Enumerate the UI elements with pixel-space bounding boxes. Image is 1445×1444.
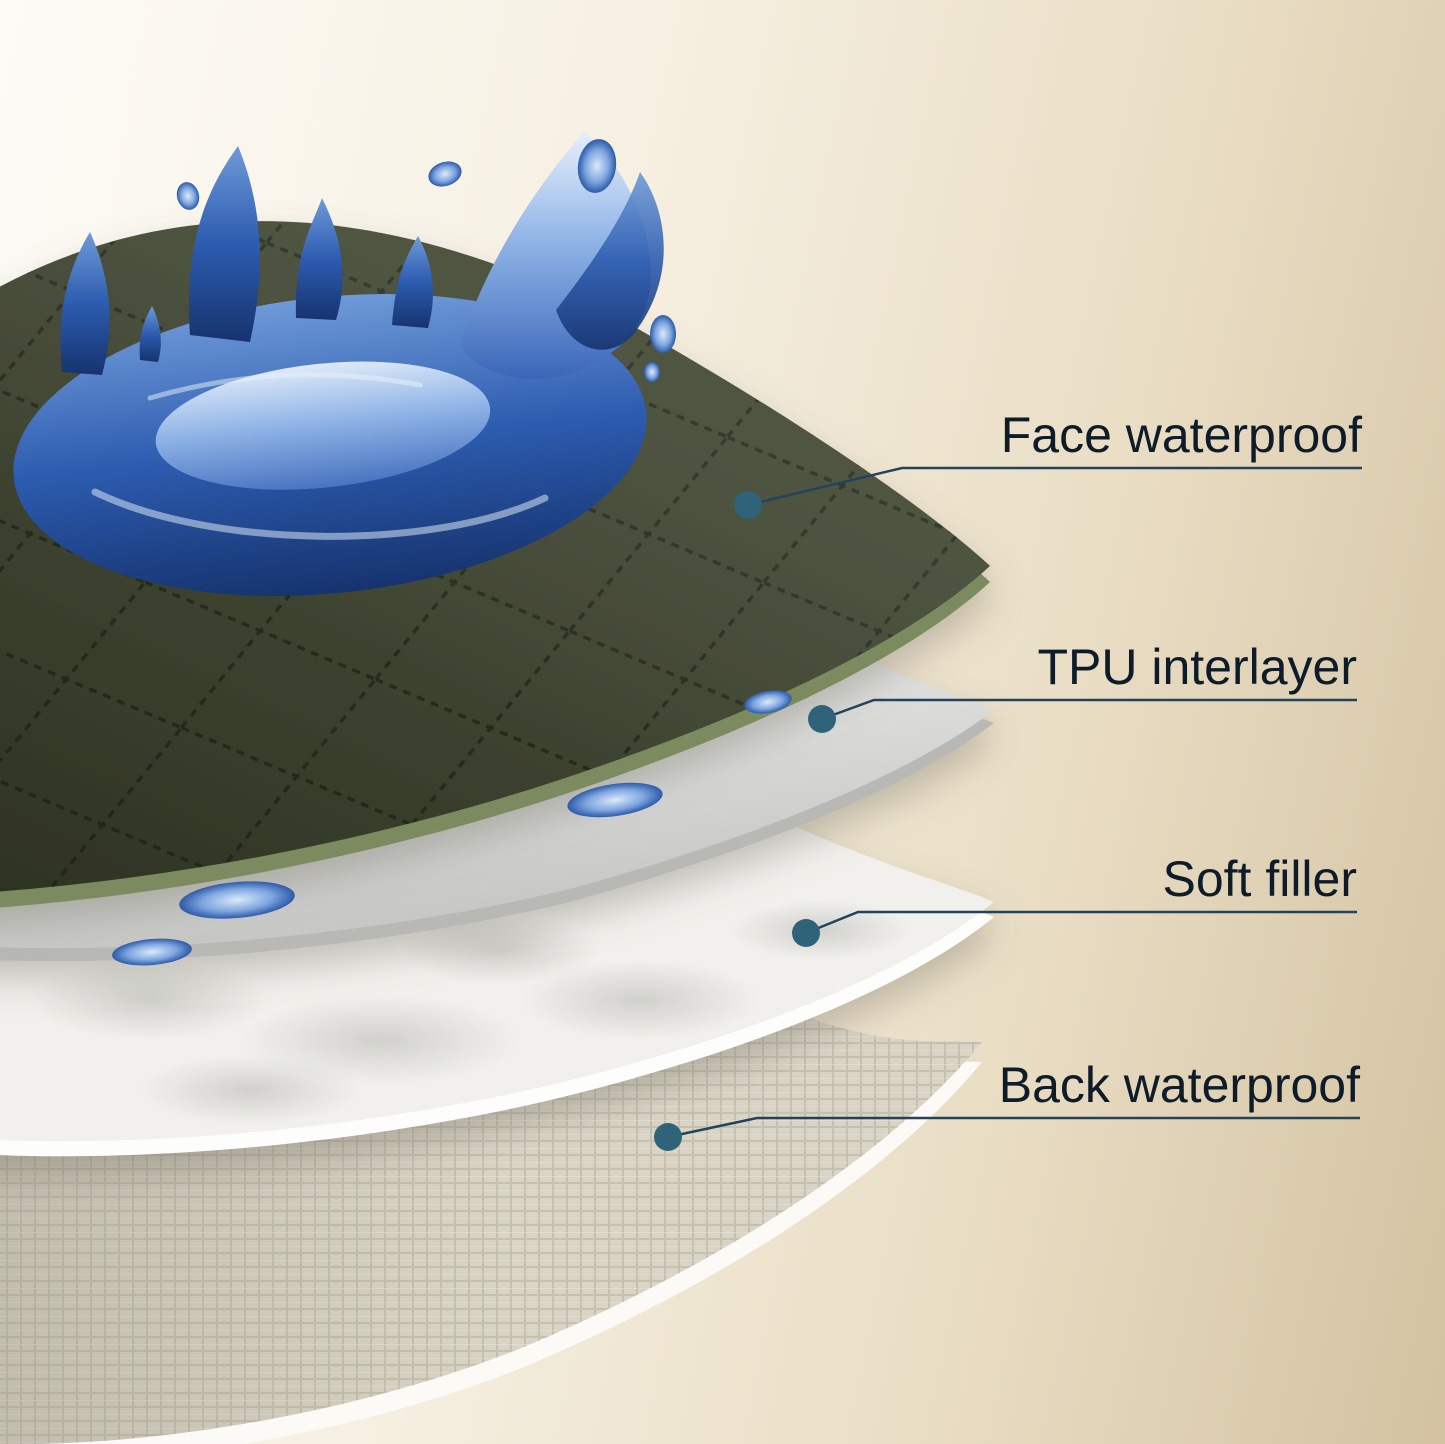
callout-dot-face-waterproof [734,491,762,519]
callout-tpu-interlayer: TPU interlayer [808,639,1357,733]
callout-line-face-waterproof [747,466,1362,507]
splash-droplets [176,139,676,382]
label-soft-filler: Soft filler [1162,851,1357,907]
water-droplet [567,782,663,818]
callout-back-waterproof: Back waterproof [654,1057,1360,1151]
callout-soft-filler: Soft filler [792,851,1357,947]
splash-crown-spikes [60,146,433,375]
water-droplet [179,881,295,919]
water-droplet [112,938,192,966]
label-tpu-interlayer: TPU interlayer [1037,639,1357,695]
label-face-waterproof: Face waterproof [1001,407,1362,463]
callout-dot-tpu-interlayer [808,705,836,733]
callout-line-back-waterproof [667,1116,1360,1139]
filler-fluff-texture [30,900,910,1125]
water-droplet [744,690,792,714]
callout-line-soft-filler [805,910,1357,935]
water-splash-illustration [13,132,676,596]
callout-dot-back-waterproof [654,1123,682,1151]
callouts: Face waterproof TPU interlayer Soft fill… [654,407,1362,1151]
callout-dot-soft-filler [792,919,820,947]
callout-face-waterproof: Face waterproof [734,407,1362,519]
label-back-waterproof: Back waterproof [999,1057,1360,1113]
splash-highlights [91,372,549,540]
callout-line-tpu-interlayer [821,698,1357,721]
tpu-water-droplets [112,690,792,966]
